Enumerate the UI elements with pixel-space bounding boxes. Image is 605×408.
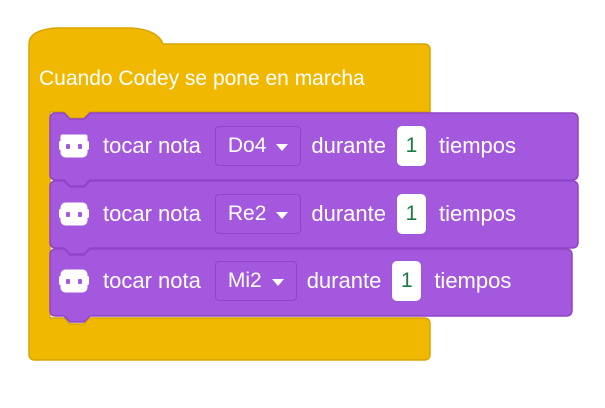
during-label: durante bbox=[306, 268, 382, 293]
unit-label: tiempos bbox=[439, 201, 517, 226]
note-value: Mi2 bbox=[227, 269, 262, 292]
caret-down-icon bbox=[271, 278, 284, 286]
caret-down-icon bbox=[276, 211, 289, 219]
beats-input[interactable]: 1 bbox=[396, 193, 427, 235]
unit-label: tiempos bbox=[439, 133, 517, 158]
block-label: tocar nota bbox=[103, 201, 201, 226]
play-note-row-1: tocar nota Do4 durante 1 tiempos bbox=[59, 121, 516, 171]
robot-face-icon bbox=[59, 202, 89, 226]
note-dropdown[interactable]: Re2 bbox=[214, 194, 302, 234]
during-label: durante bbox=[311, 201, 386, 226]
robot-face-icon bbox=[59, 134, 89, 158]
unit-label: tiempos bbox=[434, 268, 512, 293]
robot-face-icon bbox=[59, 269, 89, 293]
note-dropdown[interactable]: Mi2 bbox=[214, 261, 297, 301]
beats-input[interactable]: 1 bbox=[391, 260, 423, 302]
caret-down-icon bbox=[276, 143, 289, 151]
play-note-block-3[interactable] bbox=[49, 248, 573, 323]
during-label: durante bbox=[311, 133, 386, 158]
play-note-row-2: tocar nota Re2 durante 1 tiempos bbox=[59, 189, 516, 239]
note-value: Re2 bbox=[227, 202, 267, 225]
note-dropdown[interactable]: Do4 bbox=[214, 126, 302, 166]
block-label: tocar nota bbox=[103, 268, 201, 293]
block-label: tocar nota bbox=[103, 133, 201, 158]
play-note-block-1[interactable] bbox=[49, 112, 579, 187]
beats-input[interactable]: 1 bbox=[396, 125, 427, 167]
play-note-row-3: tocar nota Mi2 durante 1 tiempos bbox=[59, 256, 511, 306]
event-hat-label: Cuando Codey se pone en marcha bbox=[39, 67, 365, 90]
play-note-block-2[interactable] bbox=[49, 180, 579, 255]
note-value: Do4 bbox=[227, 134, 267, 157]
